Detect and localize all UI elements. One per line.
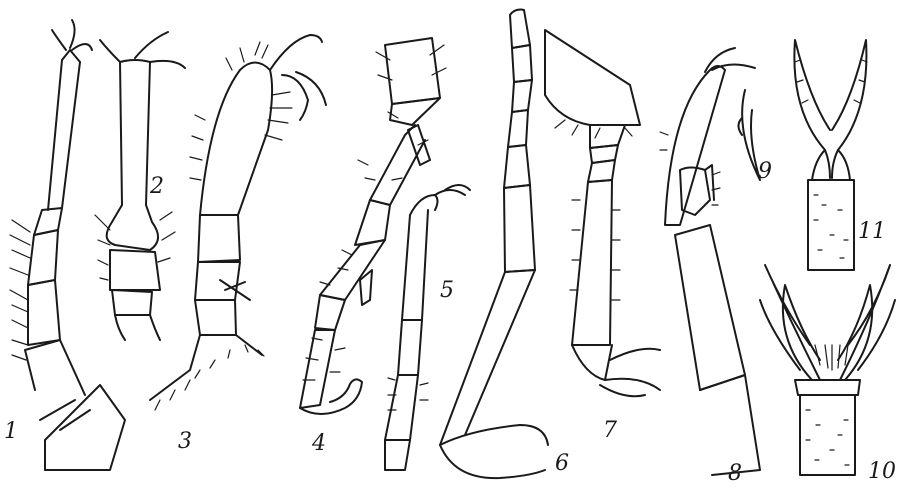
figure-6-leg-drawing: [440, 10, 548, 479]
figure-8-leg-drawing: [660, 48, 760, 475]
figure-11-label: 11: [858, 219, 886, 244]
figure-9-label: 9: [758, 159, 772, 184]
figure-10-label: 10: [868, 459, 896, 484]
figure-1-leg-drawing: [10, 20, 125, 470]
figure-9-leg-drawing: [739, 90, 761, 180]
figure-3-label: 3: [178, 429, 192, 454]
figure-6-label: 6: [555, 451, 569, 476]
figure-5-leg-drawing: [385, 185, 470, 470]
figure-3-leg-drawing: [150, 35, 326, 410]
figure-11-leg-drawing: [794, 40, 867, 270]
figure-4-label: 4: [311, 431, 326, 456]
figure-2-leg-drawing: [95, 32, 185, 340]
figure-8-label: 8: [728, 461, 742, 486]
figure-1-label: 1: [4, 419, 18, 444]
figure-2-label: 2: [149, 174, 164, 199]
figure-7-leg-drawing: [545, 30, 660, 396]
figure-10-leg-drawing: [760, 265, 895, 475]
figure-7-label: 7: [603, 418, 617, 443]
figure-5-label: 5: [440, 278, 454, 303]
